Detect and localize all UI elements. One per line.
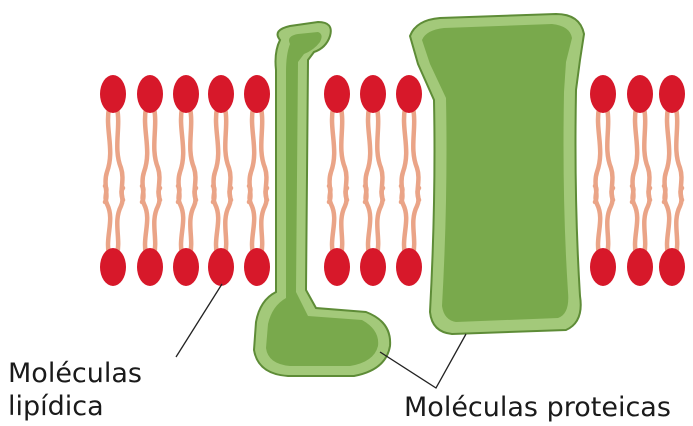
lipid-head-bottom [244,248,270,286]
lipid-tail [142,186,147,255]
lipid-head-top [244,75,270,113]
block-protein [410,14,584,334]
lipid-head-top [137,75,163,113]
lipid-head-top [396,75,422,113]
lipid-head-top [324,75,350,113]
lipid-head-bottom [208,248,234,286]
lipid-head-top [208,75,234,113]
lipid-tail [329,186,334,255]
lipid-tail [632,186,637,255]
lipid-head-top [360,75,386,113]
lipid-leader-line [176,284,222,357]
lipid-bilayer [100,75,685,286]
lipid-head-top [100,75,126,113]
protein-leader-line [380,334,466,388]
protein-molecules-label: Moléculas proteicas [404,391,671,424]
lipid-head-bottom [173,248,199,286]
channel-protein [254,22,390,376]
lipid-tail [664,186,669,255]
lipid-head-bottom [590,248,616,286]
lipid-tail [365,186,370,255]
lipid-head-bottom [137,248,163,286]
lipid-head-top [627,75,653,113]
lipid-head-bottom [324,248,350,286]
lipid-molecules-label: Moléculas lipídica [8,357,142,423]
lipid-tail [401,186,406,255]
lipid-label-line2: lipídica [8,390,142,423]
lipid-head-bottom [659,248,685,286]
lipid-head-top [173,75,199,113]
lipid-tail [595,186,600,255]
lipid-tail [213,186,218,255]
lipid-head-top [590,75,616,113]
lipid-head-top [659,75,685,113]
lipid-head-bottom [100,248,126,286]
lipid-tail [178,186,183,255]
lipid-head-bottom [396,248,422,286]
lipid-label-line1: Moléculas [8,357,142,390]
lipid-tail [105,186,110,255]
lipid-head-bottom [360,248,386,286]
lipid-tail [249,186,254,255]
lipid-head-bottom [627,248,653,286]
